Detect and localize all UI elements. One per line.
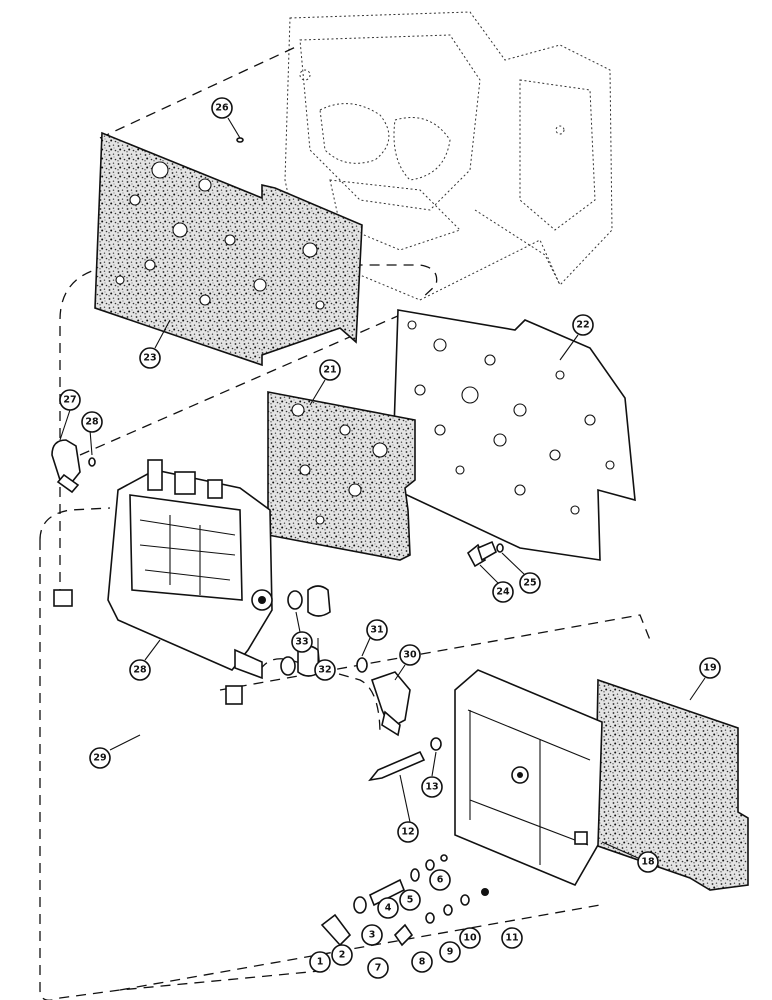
callout-9: 9 — [439, 941, 461, 963]
svg-text:23: 23 — [143, 353, 156, 364]
callout-10: 10 — [459, 927, 481, 949]
callout-3: 3 — [361, 924, 383, 946]
svg-text:18: 18 — [641, 857, 655, 868]
tube-29[interactable] — [53, 589, 243, 770]
svg-text:10: 10 — [463, 933, 477, 944]
elbow-fitting-30[interactable] — [356, 657, 411, 737]
callout-18: 18 — [637, 851, 659, 873]
callout-19: 19 — [699, 657, 721, 679]
callout-27: 27 — [59, 389, 81, 411]
callout-1: 1 — [309, 951, 331, 973]
callout-22: 22 — [572, 314, 594, 336]
svg-text:30: 30 — [403, 650, 417, 661]
callout-23: 23 — [139, 347, 161, 369]
relief-valve-parts-1-11[interactable] — [320, 854, 489, 947]
svg-text:1: 1 — [317, 957, 324, 968]
callout-12: 12 — [397, 821, 419, 843]
svg-text:27: 27 — [63, 395, 76, 406]
bolt-12-and-washer-13[interactable] — [368, 737, 442, 782]
svg-text:31: 31 — [370, 625, 383, 636]
svg-text:32: 32 — [318, 665, 331, 676]
callout-32: 32 — [314, 659, 336, 681]
callout-13: 13 — [421, 776, 443, 798]
bolt-24-and-washer-25[interactable] — [466, 540, 504, 568]
svg-text:28: 28 — [133, 665, 147, 676]
svg-text:13: 13 — [425, 782, 438, 793]
callout-29: 29 — [89, 747, 111, 769]
svg-text:28: 28 — [85, 417, 99, 428]
valve-body-28[interactable] — [107, 459, 273, 680]
callout-21: 21 — [319, 359, 341, 381]
callout-24: 24 — [492, 581, 514, 603]
separator-plate-22[interactable] — [391, 309, 636, 561]
callout-28-valve-body: 28 — [129, 659, 151, 681]
transmission-housing-outline — [284, 11, 613, 301]
svg-text:26: 26 — [215, 103, 229, 114]
svg-text:6: 6 — [437, 875, 444, 886]
svg-text:8: 8 — [419, 957, 426, 968]
gasket-21[interactable] — [267, 391, 416, 561]
callout-33: 33 — [291, 631, 313, 653]
callout-11: 11 — [501, 927, 523, 949]
o-ring-28-small[interactable] — [88, 457, 96, 467]
valve-cover-18[interactable] — [454, 669, 603, 887]
leader-lines — [59, 117, 706, 859]
svg-text:11: 11 — [505, 933, 518, 944]
callout-2: 2 — [331, 944, 353, 966]
callout-28-o-ring: 28 — [81, 411, 103, 433]
o-ring-26[interactable] — [236, 137, 244, 143]
svg-text:19: 19 — [703, 663, 716, 674]
svg-text:5: 5 — [407, 895, 414, 906]
svg-text:4: 4 — [385, 903, 392, 914]
svg-text:12: 12 — [401, 827, 414, 838]
svg-text:33: 33 — [295, 637, 308, 648]
svg-text:24: 24 — [496, 587, 510, 598]
svg-text:29: 29 — [93, 753, 106, 764]
svg-text:7: 7 — [375, 963, 382, 974]
callout-5: 5 — [399, 889, 421, 911]
svg-text:25: 25 — [523, 578, 536, 589]
svg-text:2: 2 — [339, 950, 346, 961]
callout-8: 8 — [411, 951, 433, 973]
callout-31: 31 — [366, 619, 388, 641]
callout-7: 7 — [367, 957, 389, 979]
svg-text:21: 21 — [323, 365, 336, 376]
callout-4: 4 — [377, 897, 399, 919]
gasket-19[interactable] — [594, 678, 749, 891]
elbow-fitting-27[interactable] — [51, 439, 81, 494]
callout-6: 6 — [429, 869, 451, 891]
svg-text:3: 3 — [369, 930, 376, 941]
callout-26: 26 — [211, 97, 233, 119]
callout-25: 25 — [519, 572, 541, 594]
svg-text:22: 22 — [576, 320, 589, 331]
gasket-23[interactable] — [94, 131, 363, 367]
svg-text:9: 9 — [447, 947, 454, 958]
callout-30: 30 — [399, 644, 421, 666]
